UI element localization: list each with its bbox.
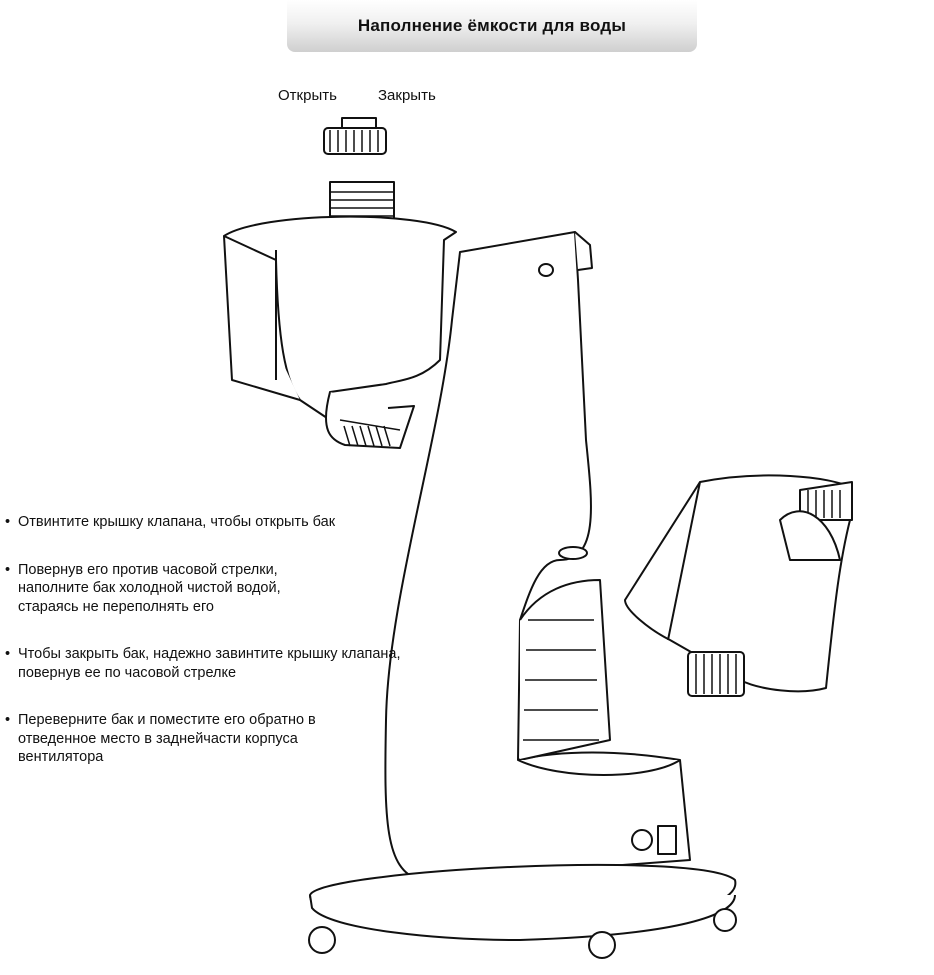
section-title-bar: Наполнение ёмкости для воды [287,0,697,52]
instruction-item: Чтобы закрыть бак, надежно завинтите кры… [5,645,413,682]
instruction-item: Отвинтите крышку клапана, чтобы открыть … [5,513,405,532]
page-title: Наполнение ёмкости для воды [357,16,627,35]
water-tank-inverted [624,474,853,697]
label-open: Открыть [278,87,337,104]
water-tank-open [223,181,457,449]
fan-base [308,863,737,959]
valve-cap [323,117,387,155]
label-close: Закрыть [378,87,436,104]
instruction-item: Повернув его против часовой стрелки, нап… [5,561,338,617]
fan-body [384,231,691,881]
instruction-list: Отвинтите крышку клапана, чтобы открыть … [5,513,405,796]
instruction-item: Переверните бак и поместите его обратно … [5,711,368,767]
